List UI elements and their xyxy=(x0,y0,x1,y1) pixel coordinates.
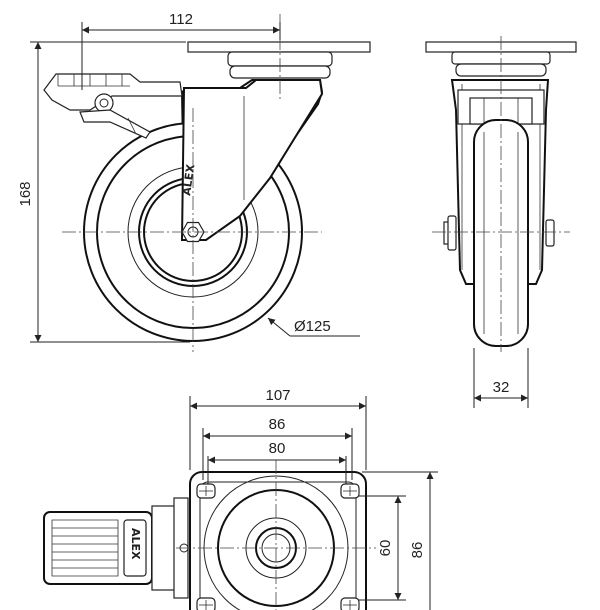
top-mounting-holes xyxy=(196,483,360,610)
front-axle-right xyxy=(545,219,555,247)
dim-front-wheel-width: 32 xyxy=(493,379,510,396)
dim-top-vertical-inner: 60 xyxy=(377,540,394,557)
side-brake-pivot xyxy=(94,93,114,113)
top-view: ALEX 107 xyxy=(43,387,438,610)
top-plate xyxy=(189,471,367,610)
dim-top-plate-width: 107 xyxy=(265,387,290,404)
side-view: ALEX 112 168 Ø125 xyxy=(17,11,371,352)
dim-top-hole-spacing-inner: 80 xyxy=(269,440,286,457)
top-pedal-logo: ALEX xyxy=(129,528,142,560)
dim-top-hole-spacing-outer: 86 xyxy=(269,416,286,433)
dim-side-top-width: 112 xyxy=(169,11,193,28)
side-brake-lever xyxy=(43,73,183,111)
side-fork-logo: ALEX xyxy=(180,163,197,197)
side-top-plate xyxy=(187,41,371,53)
dim-side-height: 168 xyxy=(17,181,34,206)
dim-side-wheel-diameter: Ø125 xyxy=(294,318,331,335)
front-view: 32 xyxy=(425,36,577,408)
dim-top-vertical-outer: 86 xyxy=(409,542,426,559)
